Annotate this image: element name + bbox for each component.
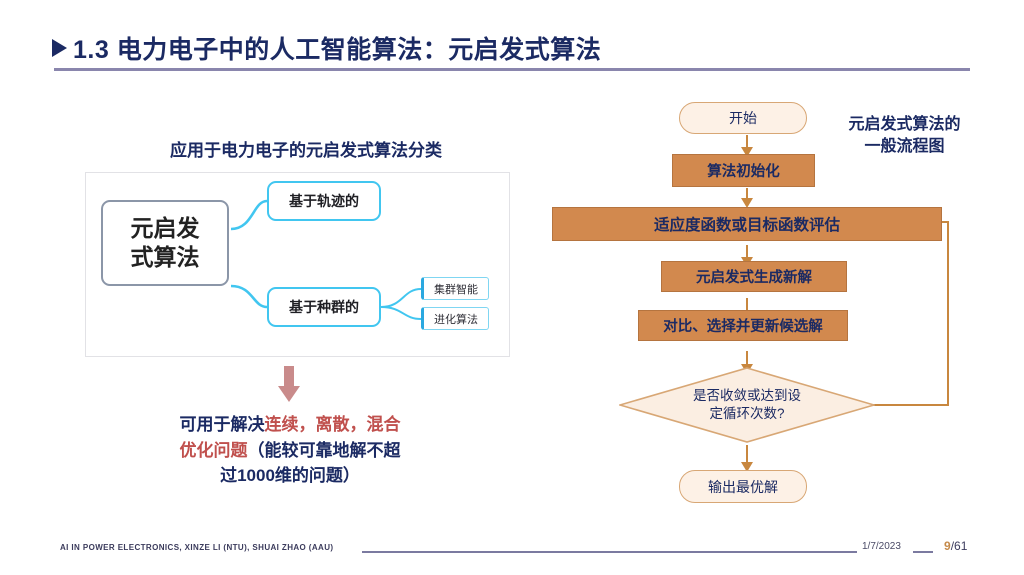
flowchart-label-line2: 一般流程图 bbox=[864, 137, 945, 155]
mindmap-node-population: 基于种群的 bbox=[267, 287, 381, 327]
footer-date: 1/7/2023 bbox=[862, 541, 901, 552]
flowchart-label-line1: 元启发式算法的 bbox=[848, 116, 961, 133]
mindmap-root-line1: 元启发 bbox=[130, 215, 200, 242]
flow-node-generate: 元启发式生成新解 bbox=[661, 261, 847, 292]
mindmap-root-line2: 式算法 bbox=[130, 244, 200, 270]
flow-node-evaluate: 适应度函数或目标函数评估 bbox=[552, 207, 942, 241]
flow-node-end: 输出最优解 bbox=[679, 470, 807, 503]
mindmap-node-trajectory: 基于轨迹的 bbox=[267, 181, 381, 221]
page-current: 9 bbox=[944, 539, 951, 553]
conclusion-part2: （能较可靠地解不超 bbox=[247, 440, 401, 460]
page-separator: / bbox=[950, 539, 955, 553]
flow-node-start: 开始 bbox=[679, 102, 807, 134]
decision-diamond-shape bbox=[619, 367, 875, 443]
mindmap-root-label: 元启发 式算法 bbox=[131, 214, 200, 272]
page-total: 61 bbox=[954, 539, 968, 553]
title-divider bbox=[54, 68, 970, 71]
footer-dash bbox=[913, 551, 933, 553]
flow-node-init: 算法初始化 bbox=[672, 154, 815, 187]
footer-rule bbox=[362, 551, 857, 553]
mindmap-heading: 应用于电力电子的元启发式算法分类 bbox=[170, 141, 442, 160]
conclusion-part3: 过1000维的问题） bbox=[220, 466, 360, 485]
title-label: 1.3 电力电子中的人工智能算法：元启发式算法 bbox=[73, 36, 602, 64]
footer-credits: AI IN POWER ELECTRONICS, XINZE LI (NTU),… bbox=[60, 543, 334, 552]
flow-node-decision: 是否收敛或达到设 定循环次数? bbox=[619, 367, 875, 443]
decision-label: 是否收敛或达到设 定循环次数? bbox=[693, 387, 801, 423]
page-title: 1.3 电力电子中的人工智能算法：元启发式算法 bbox=[52, 30, 601, 66]
conclusion-highlight2: 优化问题 bbox=[179, 440, 248, 460]
mindmap-leaf-evolution: 进化算法 bbox=[421, 307, 489, 330]
decision-line2: 定循环次数? bbox=[709, 406, 785, 421]
conclusion-text: 可用于解决连续，离散，混合 优化问题（能较可靠地解不超 过1000维的问题） bbox=[100, 412, 480, 489]
mindmap-node-root: 元启发 式算法 bbox=[101, 200, 229, 286]
down-arrow-icon bbox=[278, 366, 300, 402]
flowchart-label: 元启发式算法的 一般流程图 bbox=[812, 114, 997, 157]
flow-node-update: 对比、选择并更新候选解 bbox=[638, 310, 848, 341]
conclusion-part1: 可用于解决 bbox=[179, 415, 265, 434]
footer-page-number: 9/61 bbox=[944, 539, 967, 553]
conclusion-highlight1: 连续，离散，混合 bbox=[264, 415, 401, 434]
bullet-triangle-icon bbox=[52, 39, 67, 57]
mindmap-leaf-swarm: 集群智能 bbox=[421, 277, 489, 300]
decision-line1: 是否收敛或达到设 bbox=[693, 387, 801, 403]
